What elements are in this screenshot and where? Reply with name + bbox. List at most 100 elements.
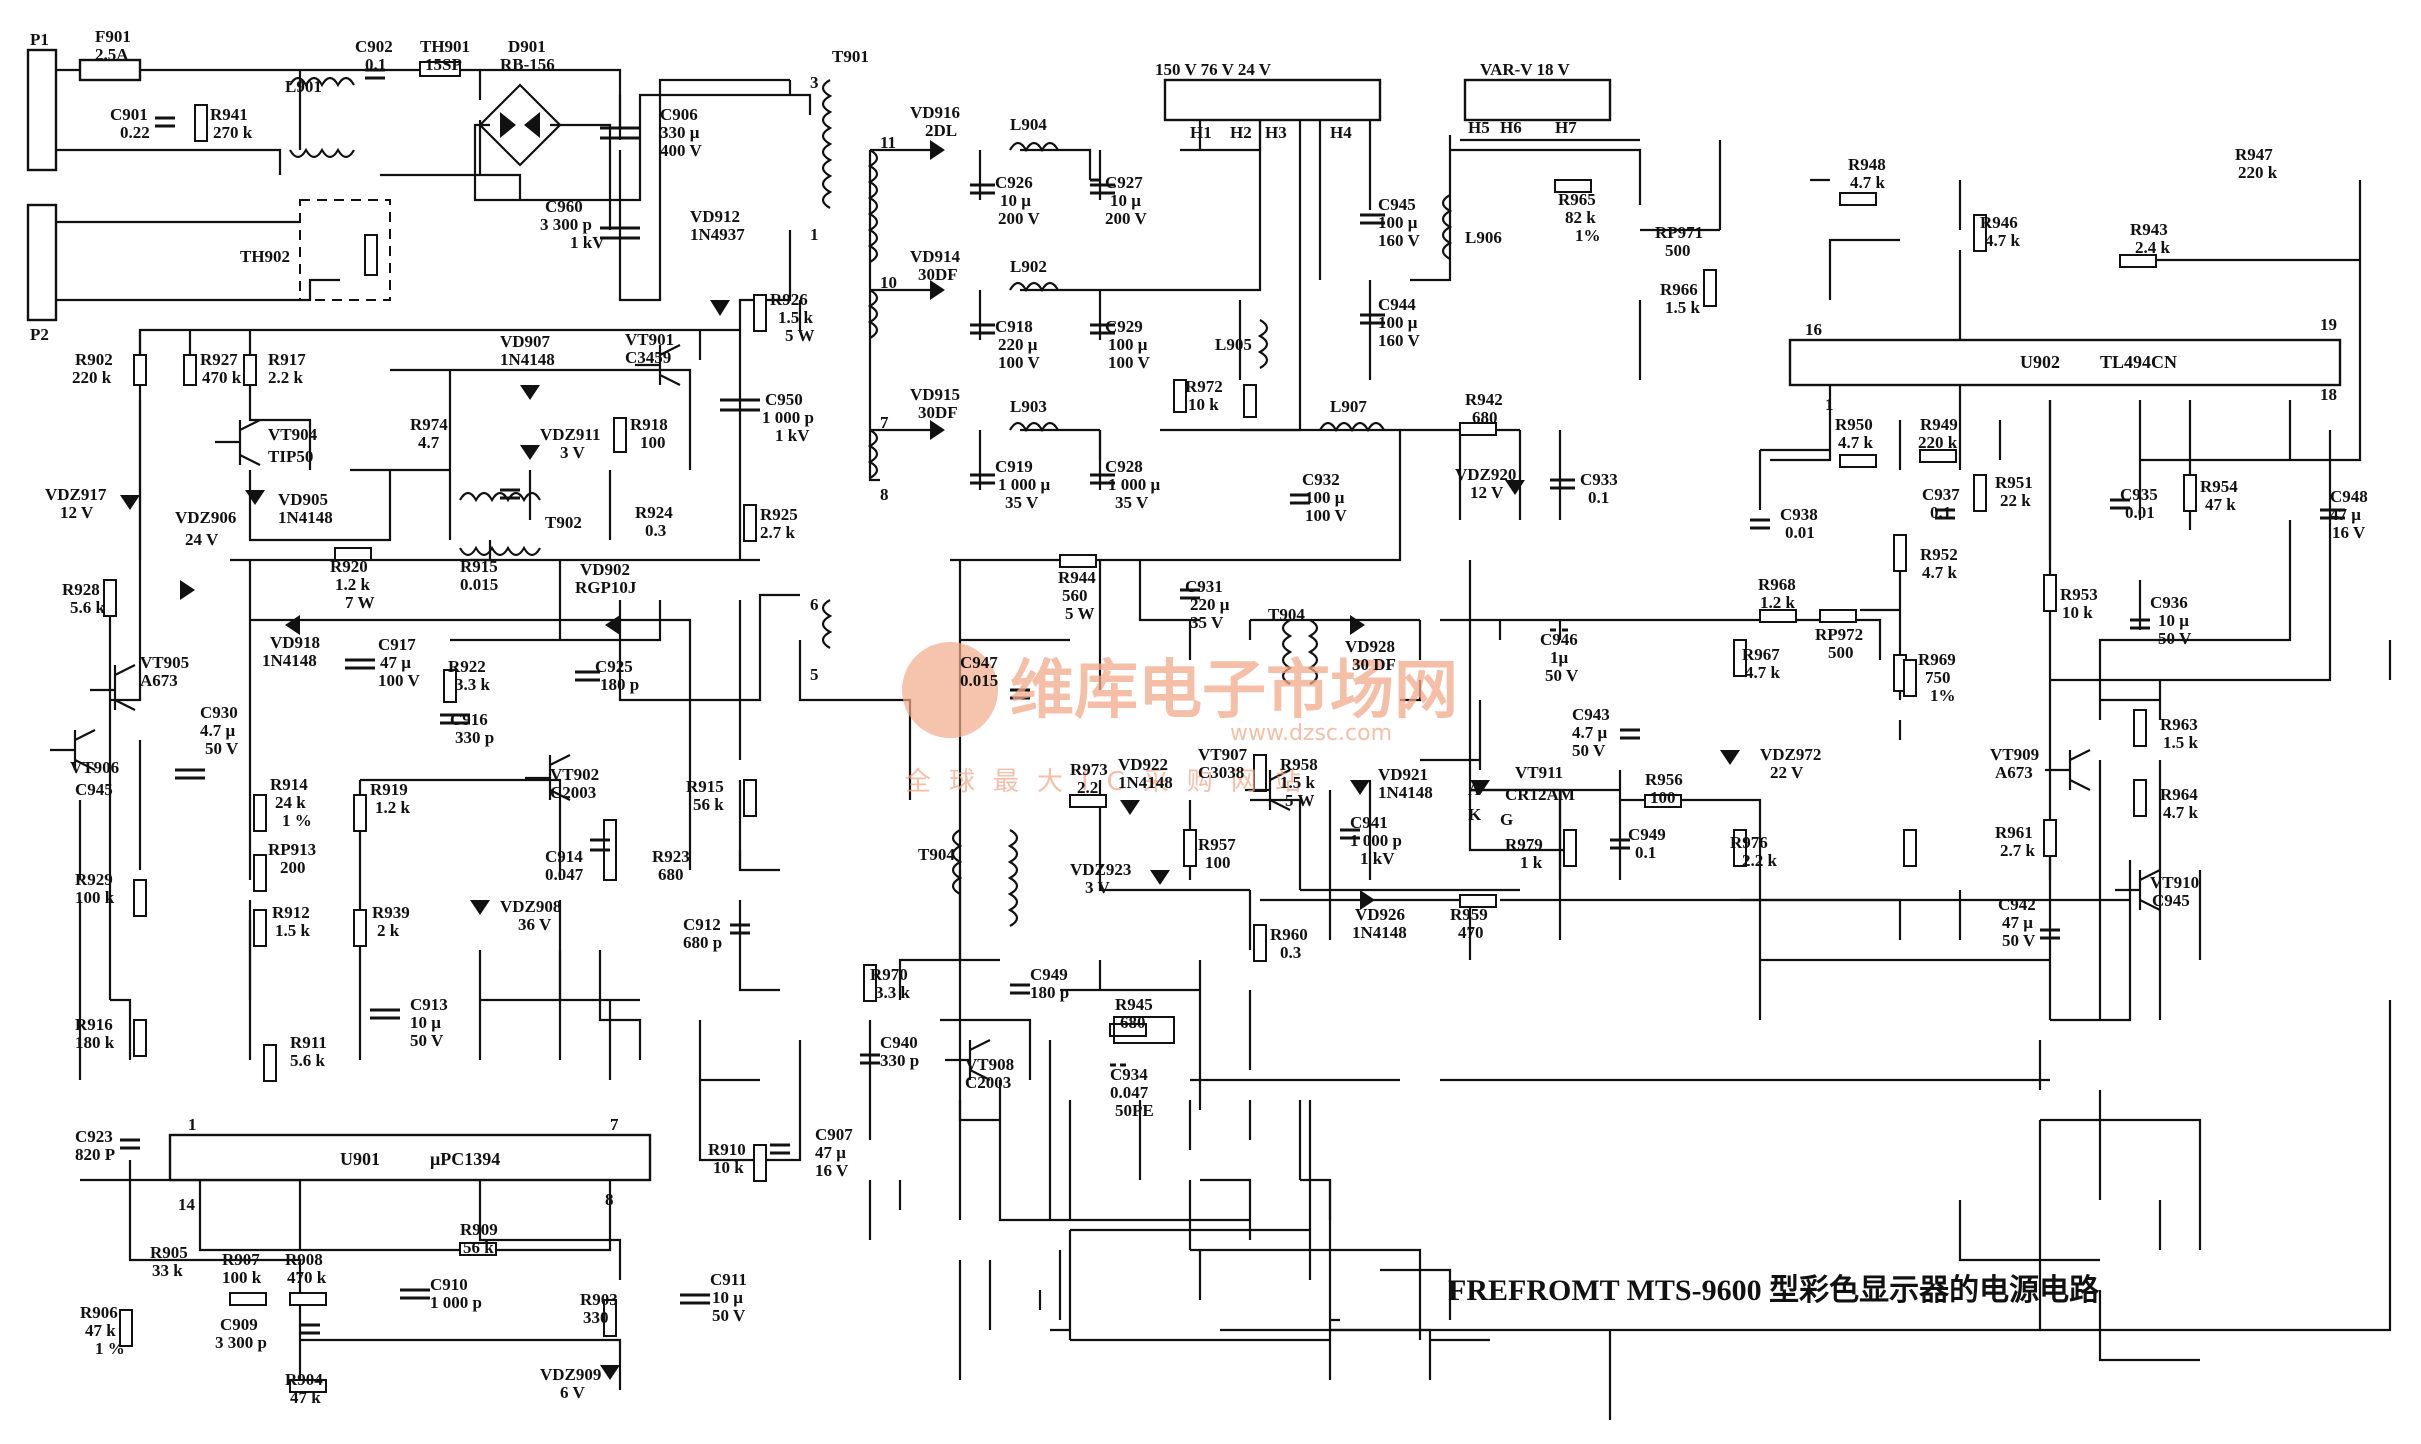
label-r949v: 220 k: [1918, 433, 1958, 452]
label-c946v2: 50 V: [1545, 666, 1579, 685]
label-c929v2: 100 V: [1108, 353, 1150, 372]
label-c949v: 180 p: [1030, 983, 1069, 1002]
label-c931v2: 35 V: [1190, 613, 1224, 632]
label-r972v: 10 k: [1188, 395, 1219, 414]
label-t902: T902: [545, 513, 582, 532]
label-r963v: 1.5 k: [2163, 733, 2199, 752]
label-r969v2: 1%: [1930, 686, 1956, 705]
label-vt905v: A673: [140, 671, 178, 690]
label-c936v2: 50 V: [2158, 629, 2192, 648]
label-c949: C949: [1030, 965, 1068, 984]
label-c918v2: 100 V: [998, 353, 1040, 372]
label-r904v: 47 k: [290, 1388, 321, 1407]
label-r966v: 1.5 k: [1665, 298, 1701, 317]
label-r942v: 680: [1472, 408, 1498, 427]
label-l904: L904: [1010, 115, 1047, 134]
label-c931: C931: [1185, 577, 1223, 596]
label-vt906: VT906: [70, 758, 119, 777]
label-l902: L902: [1010, 257, 1047, 276]
label-c960v2: 1 kV: [570, 233, 605, 252]
label-c935: C935: [2120, 485, 2158, 504]
label-f901: F901: [95, 27, 131, 46]
label-r957v: 100: [1205, 853, 1231, 872]
label-c916: C916: [450, 710, 488, 729]
label-r945v: 680: [1120, 1013, 1146, 1032]
label-vd905: VD905: [278, 490, 328, 509]
label-vt910v: C945: [2152, 891, 2190, 910]
label-r905v: 33 k: [152, 1261, 183, 1280]
label-c928v1: 1 000 μ: [1108, 475, 1161, 494]
label-r952v: 4.7 k: [1922, 563, 1958, 582]
label-t904b: T904: [918, 845, 955, 864]
label-c925v: 180 p: [600, 675, 639, 694]
label-r927v: 470 k: [202, 368, 242, 387]
svg-text:A: A: [1468, 780, 1481, 799]
label-r918v: 100: [640, 433, 666, 452]
label-c942v2: 50 V: [2002, 931, 2036, 950]
label-r939: R939: [372, 903, 410, 922]
label-r908: R908: [285, 1250, 323, 1269]
label-vdz920v: 12 V: [1470, 483, 1504, 502]
label-vt901v: C3459: [625, 348, 671, 367]
label-c909v: 3 300 p: [215, 1333, 267, 1352]
label-r969v1: 750: [1925, 668, 1951, 687]
label-r904: R904: [285, 1370, 323, 1389]
label-r967: R967: [1742, 645, 1780, 664]
label-c912v: 680 p: [683, 933, 722, 952]
label-c941v2: 1 kV: [1360, 849, 1395, 868]
label-r941v: 270 k: [213, 123, 253, 142]
inductors: [289, 76, 1453, 927]
diodes: [120, 112, 1740, 1380]
label-r916: R916: [75, 1015, 113, 1034]
label-vdz917v: 12 V: [60, 503, 94, 522]
label-rp972v: 500: [1828, 643, 1854, 662]
label-c911v2: 50 V: [712, 1306, 746, 1325]
label-r910: R910: [708, 1140, 746, 1159]
label-c932: C932: [1302, 470, 1340, 489]
connector-p2: [26, 203, 58, 322]
label-r979: R979: [1505, 835, 1543, 854]
label-c943v1: 4.7 μ: [1572, 723, 1608, 742]
label-r920: R920: [330, 557, 368, 576]
label-c930: C930: [200, 703, 238, 722]
label-r916v: 180 k: [75, 1033, 115, 1052]
label-r946v: 4.7 k: [1985, 231, 2021, 250]
svg-text:H4: H4: [1330, 123, 1352, 142]
wiring: [26, 48, 2392, 1420]
svg-text:U902: U902: [2020, 352, 2060, 372]
label-r909v: 56 k: [463, 1238, 494, 1257]
label-vd905v: 1N4148: [278, 508, 333, 527]
label-c928v2: 35 V: [1115, 493, 1149, 512]
label-c906v2: 400 V: [660, 141, 702, 160]
label-r953v: 10 k: [2062, 603, 2093, 622]
label-r926v2: 5 W: [785, 326, 814, 345]
label-vd922v: 1N4148: [1118, 773, 1173, 792]
label-c948: C948: [2330, 487, 2368, 506]
label-c913v1: 10 μ: [410, 1013, 441, 1032]
label-c907v1: 47 μ: [815, 1143, 846, 1162]
label-r970: R970: [870, 965, 908, 984]
label-r963: R963: [2160, 715, 2198, 734]
label-vd914v: 30DF: [918, 265, 958, 284]
label-r947v: 220 k: [2238, 163, 2278, 182]
label-c916v: 330 p: [455, 728, 494, 747]
resistors-horizontal: [229, 179, 2157, 1393]
label-th902: TH902: [240, 247, 290, 266]
label-vt911: VT911: [1515, 763, 1563, 782]
label-c906v1: 330 μ: [660, 123, 700, 142]
label-r956v: 100: [1650, 788, 1676, 807]
label-vd912: VD912: [690, 207, 740, 226]
label-r903v: 330: [583, 1308, 609, 1327]
label-r974v: 4.7: [418, 433, 440, 452]
label-vdz972: VDZ972: [1760, 745, 1821, 764]
label-r926: R926: [770, 290, 808, 309]
label-r976v: 2.2 k: [1742, 851, 1778, 870]
label-r906v2: 1 %: [95, 1339, 125, 1358]
label-vt908: VT908: [965, 1055, 1014, 1074]
label-r947: R947: [2235, 145, 2273, 164]
label-c911v1: 10 μ: [712, 1288, 743, 1307]
label-vt907v: C3038: [1198, 763, 1244, 782]
svg-text:150 V 76 V 24 V: 150 V 76 V 24 V: [1155, 60, 1272, 79]
label-c901v: 0.22: [120, 123, 150, 142]
